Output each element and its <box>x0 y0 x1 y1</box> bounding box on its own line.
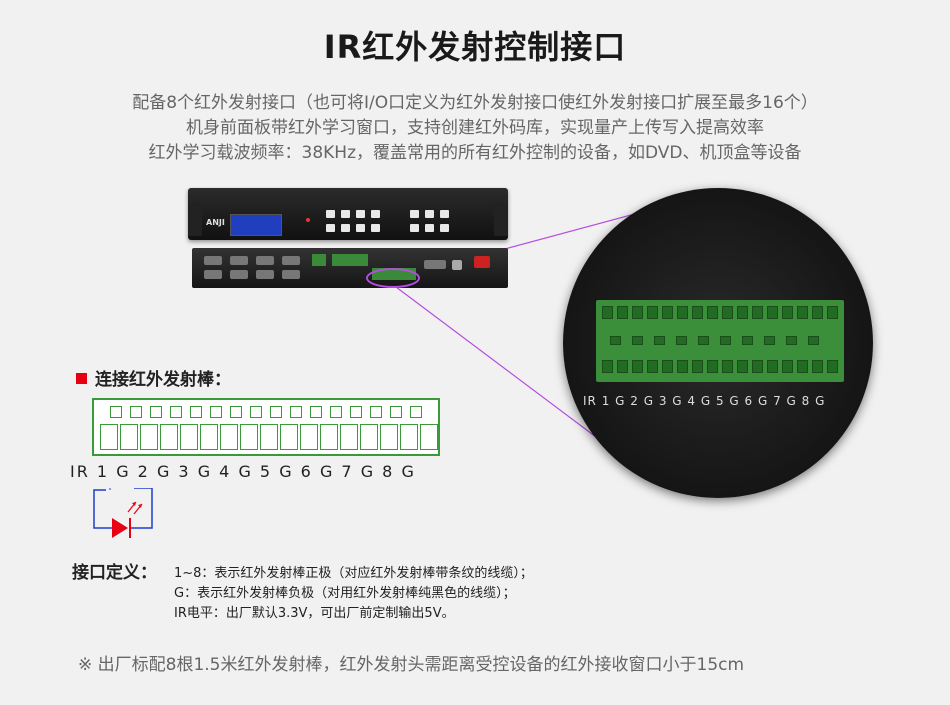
definition-line-3: IR电平：出厂默认3.3V，可出厂前定制输出5V。 <box>174 606 455 621</box>
footnote: ※ 出厂标配8根1.5米红外发射棒，红外发射头需距离受控设备的红外接收窗口小于1… <box>78 655 745 675</box>
ir-led-circuit-icon <box>93 488 153 538</box>
description-line-1: 配备8个红外发射接口（也可将I/O口定义为红外发射接口使红外发射接口扩展至最多1… <box>132 93 818 113</box>
description-line-2: 机身前面板带红外学习窗口，支持创建红外码库，实现量产上传写入提高效率 <box>186 118 764 138</box>
ir-terminal-diagram <box>92 398 440 456</box>
device-logo: ANJI <box>206 218 225 227</box>
pin-labels: IR 1 G 2 G 3 G 4 G 5 G 6 G 7 G 8 G <box>70 462 416 481</box>
red-square-icon <box>76 373 87 384</box>
definition-line-2: G：表示红外发射棒负极（对用红外发射棒纯黑色的线缆）； <box>174 586 516 601</box>
page-title: IR红外发射控制接口 <box>323 28 627 66</box>
definition-line-1: 1~8：表示红外发射棒正极（对应红外发射棒带条纹的线缆）； <box>174 566 533 581</box>
description-line-3: 红外学习载波频率：38KHz，覆盖常用的所有红外控制的设备，如DVD、机顶盒等设… <box>148 143 802 163</box>
device-lcd <box>230 214 282 236</box>
terminal-zoom-circle: IR 1 G 2 G 3 G 4 G 5 G 6 G 7 G 8 G <box>563 188 873 498</box>
terminal-block <box>596 300 844 382</box>
zoom-pin-labels: IR 1 G 2 G 3 G 4 G 5 G 6 G 7 G 8 G <box>583 394 826 408</box>
highlight-ring <box>366 268 420 288</box>
device-front-panel: ANJI <box>188 188 508 240</box>
interface-definition-label: 接口定义： <box>72 563 157 583</box>
matrix-device-image: ANJI <box>180 188 516 293</box>
device-rear-panel <box>192 248 508 288</box>
connect-ir-section-title: 连接红外发射棒： <box>76 365 231 390</box>
